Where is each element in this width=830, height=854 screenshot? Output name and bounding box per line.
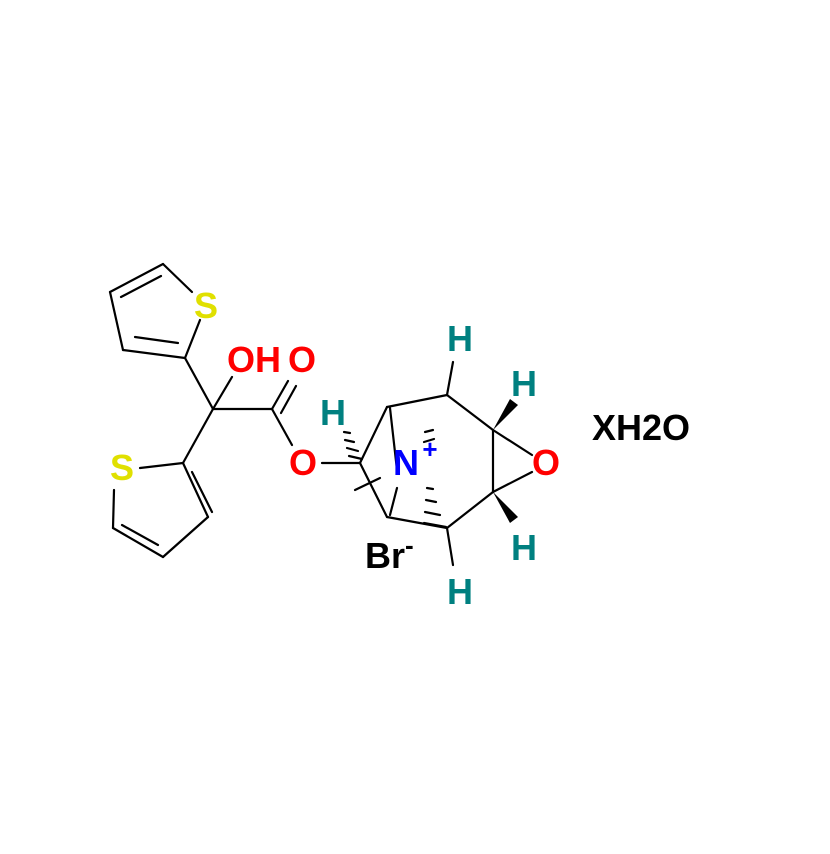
- thiophene-top: [108, 262, 202, 360]
- hydrate-label: XH2O: [592, 407, 690, 448]
- carbonyl-oxygen-label: O: [288, 339, 316, 380]
- hash-bonds: [342, 428, 448, 529]
- epoxide-oxygen-label: O: [532, 442, 560, 483]
- thiophene-bottom: [111, 461, 214, 559]
- bromide-symbol: Br: [365, 535, 405, 576]
- wedge-bond-lower-right: [493, 492, 518, 523]
- sulfur-atom-top: S: [194, 285, 218, 326]
- bicyclic-cage: [353, 360, 534, 567]
- sulfur-atom-bottom: S: [110, 447, 134, 488]
- ester-oxygen-label: O: [289, 442, 317, 483]
- ester-linkage: [181, 356, 362, 465]
- bromide-counterion: Br-: [365, 530, 414, 576]
- wedge-bond-upper-right: [493, 399, 518, 430]
- bromide-charge: -: [405, 530, 414, 560]
- hydrogen-left: H: [320, 392, 346, 433]
- hydrogen-upper-right: H: [511, 363, 537, 404]
- hydrogen-bottom: H: [447, 571, 473, 612]
- hydroxyl-label: OH: [227, 339, 281, 380]
- hydrogen-lower-right: H: [511, 527, 537, 568]
- hydrogen-top: H: [447, 318, 473, 359]
- wedge-bonds: [493, 399, 518, 523]
- nitrogen-atom: N: [393, 442, 419, 483]
- nitrogen-charge: +: [422, 434, 437, 464]
